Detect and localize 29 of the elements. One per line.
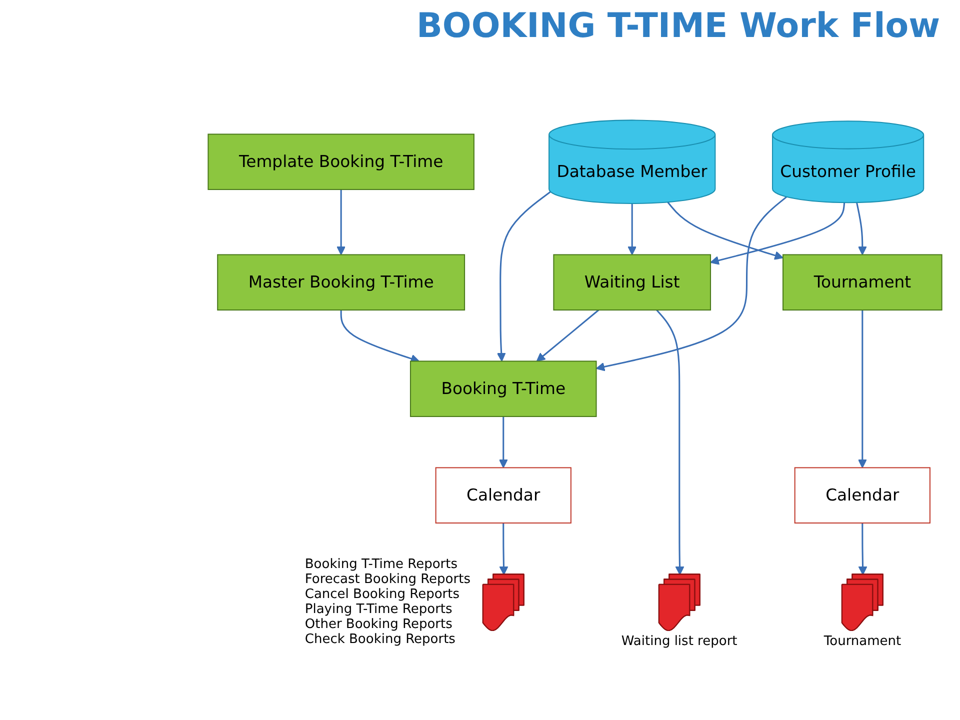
list-item: Cancel Booking Reports — [304, 586, 461, 602]
node-box — [410, 360, 597, 417]
node-box — [217, 254, 466, 310]
arrow — [667, 201, 784, 260]
arrow — [336, 189, 346, 255]
arrow — [596, 196, 788, 371]
node-box — [553, 254, 712, 310]
arrow — [498, 416, 508, 468]
arrow — [536, 309, 600, 362]
list-item: Check Booking Reports — [304, 632, 456, 647]
arrow — [628, 203, 637, 255]
diagram-title: BOOKING T-TIME Work Flow — [416, 6, 940, 46]
node-box — [435, 466, 572, 524]
list-item: Other Booking Reports — [304, 616, 454, 632]
arrow — [499, 522, 508, 575]
caption-text: Tournament — [824, 634, 902, 650]
list-item: Booking T-Time Reports — [304, 556, 459, 572]
list-item: Forecast Booking Reports — [304, 572, 470, 587]
arrow — [710, 202, 846, 264]
arrow — [496, 190, 551, 362]
node-box — [208, 133, 474, 190]
arrow — [858, 522, 868, 575]
node-box — [794, 466, 930, 524]
caption-text: Waiting list report — [621, 634, 738, 650]
arrow — [858, 310, 867, 468]
node-box — [782, 254, 942, 310]
arrow — [856, 202, 867, 255]
list-item: Playing T-Time Reports — [304, 602, 454, 617]
arrow — [656, 309, 684, 575]
